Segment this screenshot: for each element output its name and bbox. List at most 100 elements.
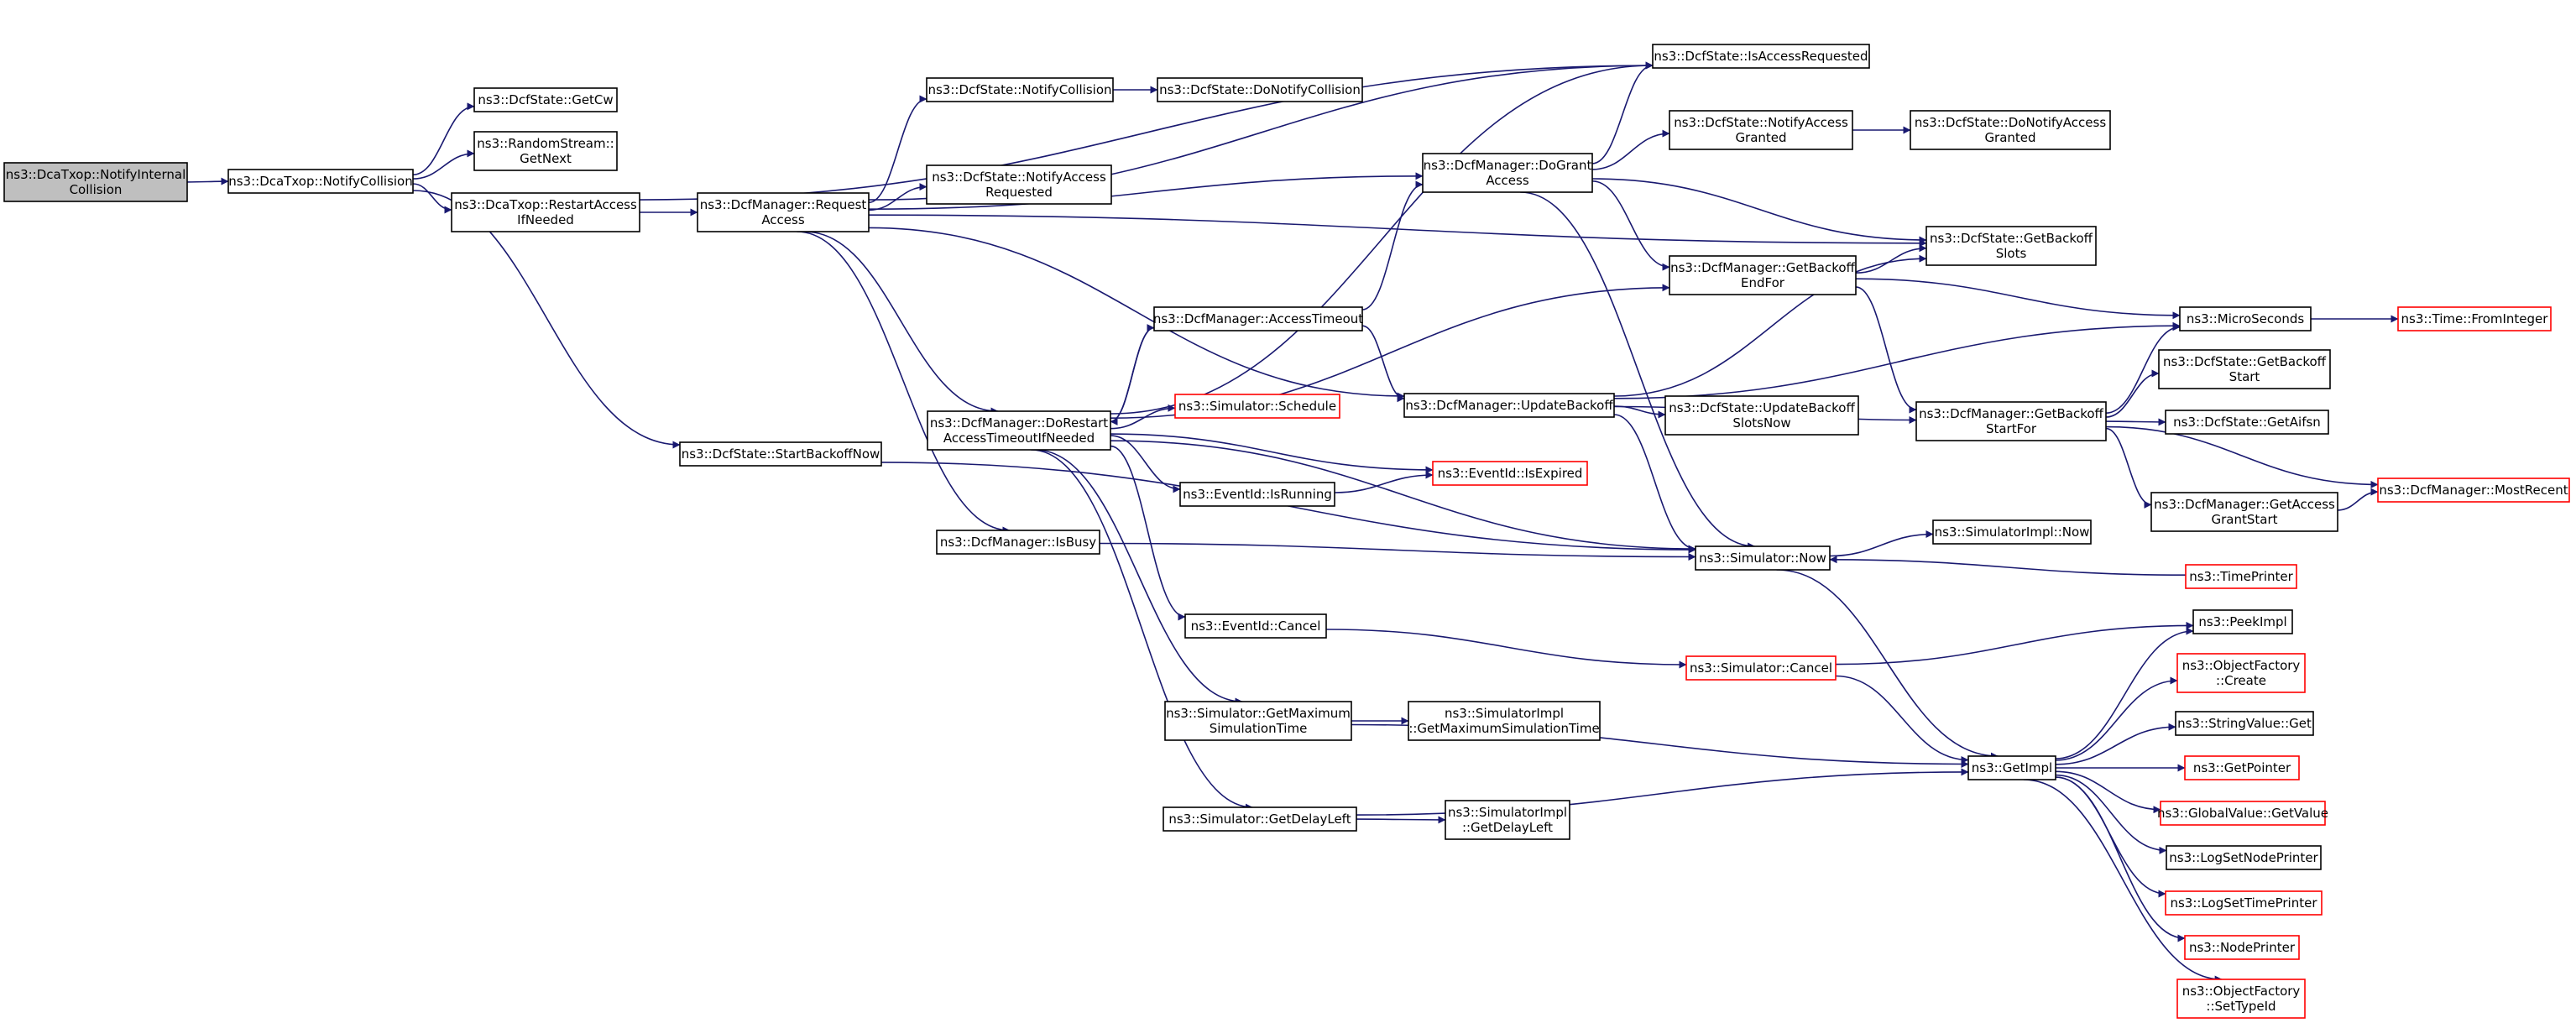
node-label: ns3::DcfState::DoNotifyAccess [1915,115,2106,130]
call-edge [1855,244,1927,274]
call-edge [412,183,452,214]
node-box [1685,655,1837,681]
node-time-printer[interactable]: ns3::TimePrinter [2185,564,2297,589]
call-edge [1829,556,2187,576]
node-simulator-now[interactable]: ns3::Simulator::Now [1695,545,1831,571]
node-label: ns3::DcfState::GetCw [478,92,613,107]
node-label: Access [761,212,805,227]
node-label: ns3::DcfManager::DoGrant [1424,158,1592,173]
node-node-printer[interactable]: ns3::NodePrinter [2184,935,2300,960]
node-label: ::GetDelayLeft [1462,820,1553,835]
node-box [2184,755,2300,780]
node-get-aifsn[interactable]: ns3::DcfState::GetAifsn [2165,410,2329,435]
node-label: ns3::LogSetNodePrinter [2169,850,2318,865]
node-is-busy[interactable]: ns3::DcfManager::IsBusy [936,530,1100,555]
call-edge [1361,325,1405,403]
node-get-cw[interactable]: ns3::DcfState::GetCw [473,87,618,112]
node-peek-impl[interactable]: ns3::PeekImpl [2192,609,2293,634]
node-event-is-running[interactable]: ns3::EventId::IsRunning [1179,482,1335,507]
node-box [2397,306,2552,331]
node-impl-get-max-sim-time[interactable]: ns3::SimulatorImpl::GetMaximumSimulation… [1408,701,1601,741]
call-edge [1325,629,1687,669]
node-label: ns3::StringValue::Get [2177,716,2312,731]
node-simulator-schedule[interactable]: ns3::Simulator::Schedule [1174,394,1340,419]
node-box [3,162,188,202]
node-label: SimulationTime [1210,721,1308,736]
node-label: ns3::DcfState::NotifyCollision [927,82,1111,97]
node-do-restart-access-timeout[interactable]: ns3::DcfManager::DoRestartAccessTimeoutI… [927,410,1111,451]
node-box [2175,711,2314,736]
call-edge [868,95,927,204]
node-time-from-integer[interactable]: ns3::Time::FromInteger [2397,306,2552,331]
call-edge [1034,449,1243,706]
node-label: IfNeeded [517,212,574,227]
node-random-get-next[interactable]: ns3::RandomStream::GetNext [473,131,618,171]
call-edge [2105,323,2181,414]
node-box [1422,153,1593,193]
node-event-cancel[interactable]: ns3::EventId::Cancel [1184,613,1327,639]
node-string-value-get[interactable]: ns3::StringValue::Get [2175,711,2314,736]
node-box [1932,519,2092,545]
node-is-access-requested[interactable]: ns3::DcfState::IsAccessRequested [1652,44,1870,69]
node-start-backoff-now[interactable]: ns3::DcfState::StartBackoffNow [679,441,882,467]
node-simulator-cancel[interactable]: ns3::Simulator::Cancel [1685,655,1837,681]
node-state-notify-collision[interactable]: ns3::DcfState::NotifyCollision [926,77,1114,102]
node-notify-collision[interactable]: ns3::DcaTxop::NotifyCollision [227,169,414,194]
node-box [1695,545,1831,571]
node-global-value-get-value[interactable]: ns3::GlobalValue::GetValue [2157,801,2328,826]
node-label: ns3::DcaTxop::RestartAccess [454,197,637,212]
node-box [473,131,618,171]
node-most-recent[interactable]: ns3::DcfManager::MostRecent [2377,478,2570,503]
node-box [2165,890,2323,916]
call-edge [868,227,1405,400]
node-label: ns3::SimulatorImpl [1445,706,1564,721]
node-label: AccessTimeoutIfNeeded [943,431,1095,446]
node-label: ns3::EventId::Cancel [1191,618,1321,634]
node-state-do-notify-collision[interactable]: ns3::DcfState::DoNotifyCollision [1157,77,1363,102]
node-box [451,192,640,232]
node-label: ns3::DcfState::IsAccessRequested [1654,49,1868,64]
node-get-max-sim-time[interactable]: ns3::Simulator::GetMaximumSimulationTime [1164,701,1352,741]
node-update-backoff[interactable]: ns3::DcfManager::UpdateBackoff [1403,393,1615,418]
node-get-pointer[interactable]: ns3::GetPointer [2184,755,2300,780]
node-log-set-time-printer[interactable]: ns3::LogSetTimePrinter [2165,890,2323,916]
node-impl-get-delay-left[interactable]: ns3::SimulatorImpl::GetDelayLeft [1445,800,1570,840]
call-edge [1835,621,2194,665]
node-box [1164,701,1352,741]
node-box [1910,110,2111,150]
node-object-factory-set-type-id[interactable]: ns3::ObjectFactory::SetTypeId [2176,979,2306,1019]
node-micro-seconds[interactable]: ns3::MicroSeconds [2179,306,2312,331]
node-event-is-expired[interactable]: ns3::EventId::IsExpired [1432,461,1588,486]
node-box [1432,461,1588,486]
call-edge [1855,286,1917,414]
node-label: ns3::SimulatorImpl::Now [1935,525,2090,540]
node-label: ns3::EventId::IsExpired [1438,466,1583,481]
node-label: ns3::DcfManager::GetBackoff [1919,406,2103,421]
node-get-delay-left[interactable]: ns3::Simulator::GetDelayLeft [1163,806,1357,832]
node-label: ns3::LogSetTimePrinter [2170,895,2317,911]
node-log-set-node-printer[interactable]: ns3::LogSetNodePrinter [2166,845,2322,870]
call-edge [1591,178,1927,244]
node-simulator-impl-now[interactable]: ns3::SimulatorImpl::Now [1932,519,2092,545]
node-get-impl[interactable]: ns3::GetImpl [1967,755,2056,780]
call-edge [2055,627,2194,759]
node-box [2158,349,2331,389]
call-edge [1110,404,1176,430]
node-access-timeout[interactable]: ns3::DcfManager::AccessTimeout [1153,306,1363,331]
node-box [1915,401,2107,441]
node-box [936,530,1100,555]
node-object-factory-create[interactable]: ns3::ObjectFactory::Create [2176,653,2306,693]
